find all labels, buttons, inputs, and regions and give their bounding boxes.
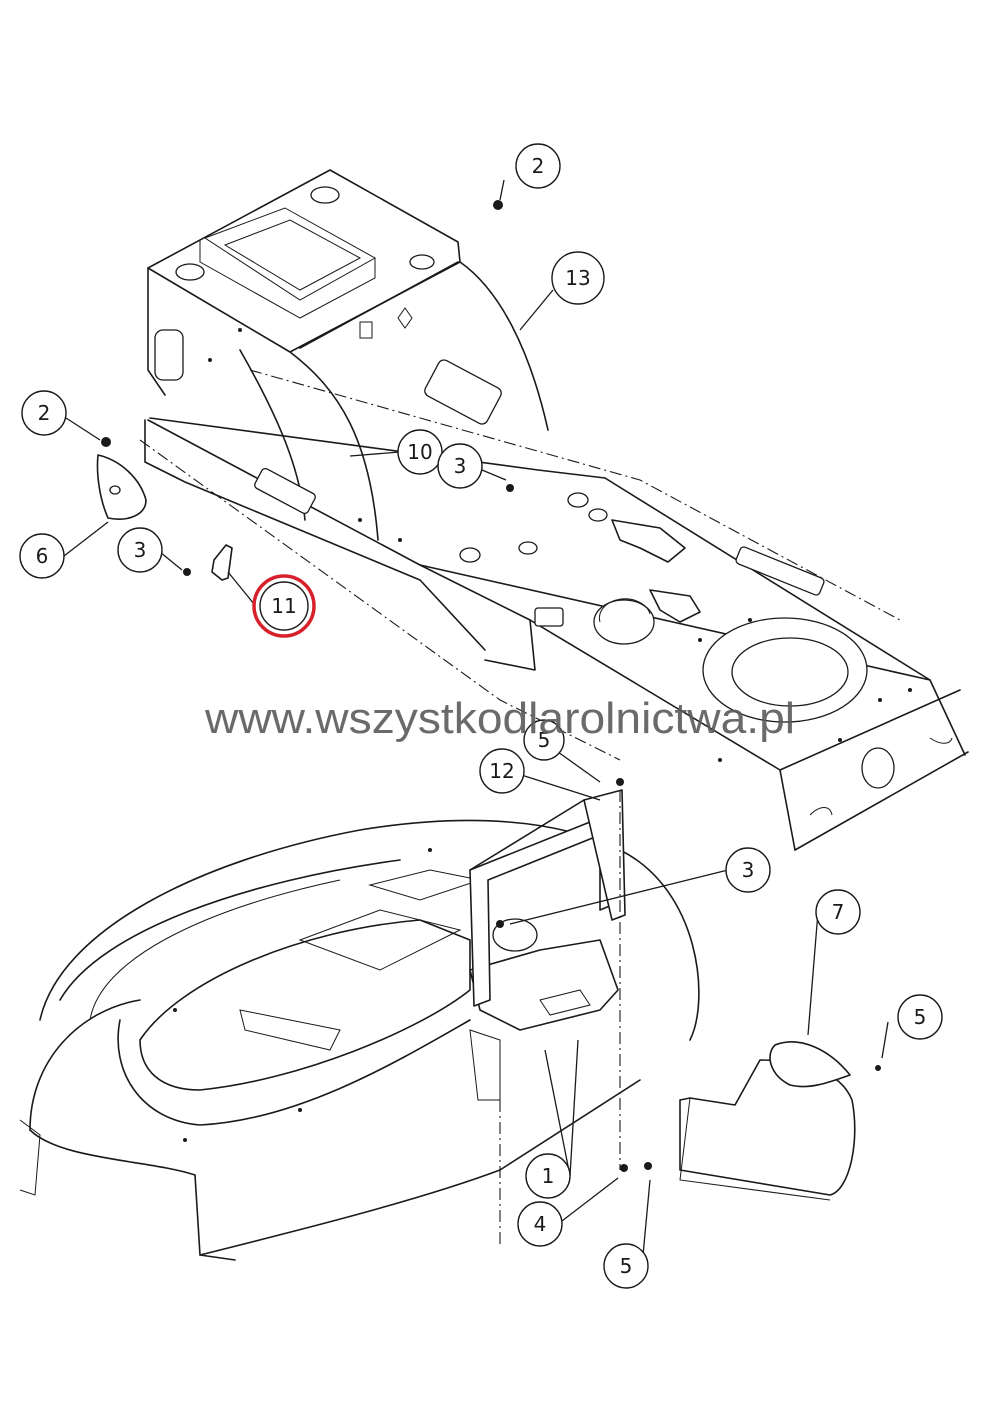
callout-7: 7 xyxy=(815,889,861,935)
callout-3-deck: 3 xyxy=(725,847,771,893)
callout-3-left: 3 xyxy=(117,527,163,573)
callout-13: 13 xyxy=(551,251,605,305)
svg-text:1: 1 xyxy=(542,1164,555,1188)
svg-text:5: 5 xyxy=(914,1005,927,1029)
mower-deck xyxy=(19,778,881,1261)
svg-text:11: 11 xyxy=(271,594,296,618)
callout-3-mid: 3 xyxy=(437,443,483,489)
leader-lines xyxy=(63,179,889,1267)
callout-2-top: 2 xyxy=(515,143,561,189)
svg-text:10: 10 xyxy=(407,440,432,464)
svg-text:13: 13 xyxy=(565,266,590,290)
highlight-ring-part-11 xyxy=(252,574,316,638)
svg-text:5: 5 xyxy=(620,1254,633,1278)
watermark: www.wszystkodlarolnictwa.pl xyxy=(204,694,795,743)
svg-text:12: 12 xyxy=(489,759,514,783)
svg-text:4: 4 xyxy=(534,1212,547,1236)
callout-6: 6 xyxy=(19,533,65,579)
svg-text:6: 6 xyxy=(36,544,49,568)
callout-5-bottom: 5 xyxy=(603,1243,649,1289)
svg-text:7: 7 xyxy=(832,900,845,924)
callout-1: 1 xyxy=(525,1153,571,1199)
tractor-frame xyxy=(96,169,969,851)
svg-text:3: 3 xyxy=(134,538,147,562)
deflector-shield xyxy=(679,1041,856,1201)
callout-5-top: 5 xyxy=(523,719,565,761)
svg-text:2: 2 xyxy=(38,401,51,425)
svg-text:2: 2 xyxy=(532,154,545,178)
callout-11: 11 xyxy=(259,581,309,631)
callout-5-right: 5 xyxy=(897,994,943,1040)
callout-2-left: 2 xyxy=(21,390,67,436)
svg-text:3: 3 xyxy=(454,454,467,478)
callout-10: 10 xyxy=(397,429,443,475)
callout-4: 4 xyxy=(517,1201,563,1247)
svg-text:3: 3 xyxy=(742,858,755,882)
svg-text:5: 5 xyxy=(538,728,551,752)
callout-12: 12 xyxy=(479,748,525,794)
